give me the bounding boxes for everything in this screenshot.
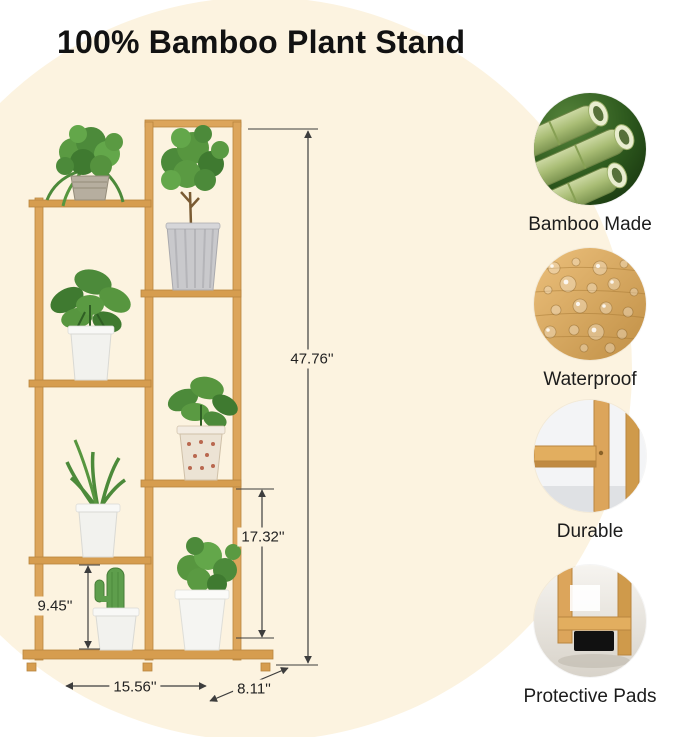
plant-stand-illustration	[22, 119, 274, 672]
bottom-plant-white-pot	[174, 537, 241, 651]
feature-label-durable: Durable	[556, 521, 624, 542]
cactus-white-pot	[92, 567, 140, 651]
dimension-label-width: 15.56''	[109, 677, 161, 697]
feature-label-waterproof: Waterproof	[543, 369, 637, 390]
feature-label-protective-pads: Protective Pads	[523, 686, 657, 707]
tree-plant-gray-pot	[161, 125, 229, 291]
bamboo-frame-photo	[534, 400, 646, 512]
feature-protective-pads: Protective Pads	[518, 565, 662, 708]
grass-plant-white-pot	[65, 439, 127, 558]
feature-list: Bamboo Made	[518, 0, 662, 737]
feature-bamboo-made: Bamboo Made	[518, 93, 662, 236]
product-title: 100% Bamboo Plant Stand	[57, 24, 466, 60]
plant-patterned-pot	[167, 376, 238, 481]
feature-waterproof: Waterproof	[518, 248, 662, 391]
fern-plant	[45, 125, 125, 207]
feature-durable: Durable	[518, 400, 662, 543]
dimension-label-depth: 8.11''	[233, 679, 275, 699]
water-droplets-photo	[534, 248, 646, 360]
leafy-plant-white-pot	[50, 269, 131, 381]
dimension-label-bottom-tier: 9.45''	[33, 596, 77, 616]
dimension-label-upper-section: 17.32''	[237, 527, 289, 547]
bamboo-frame	[34, 119, 242, 661]
bamboo-poles-photo	[534, 93, 646, 205]
dimension-label-total-height: 47.76''	[286, 349, 338, 369]
foot-pad-photo	[534, 565, 646, 677]
feature-label-bamboo-made: Bamboo Made	[528, 214, 652, 235]
